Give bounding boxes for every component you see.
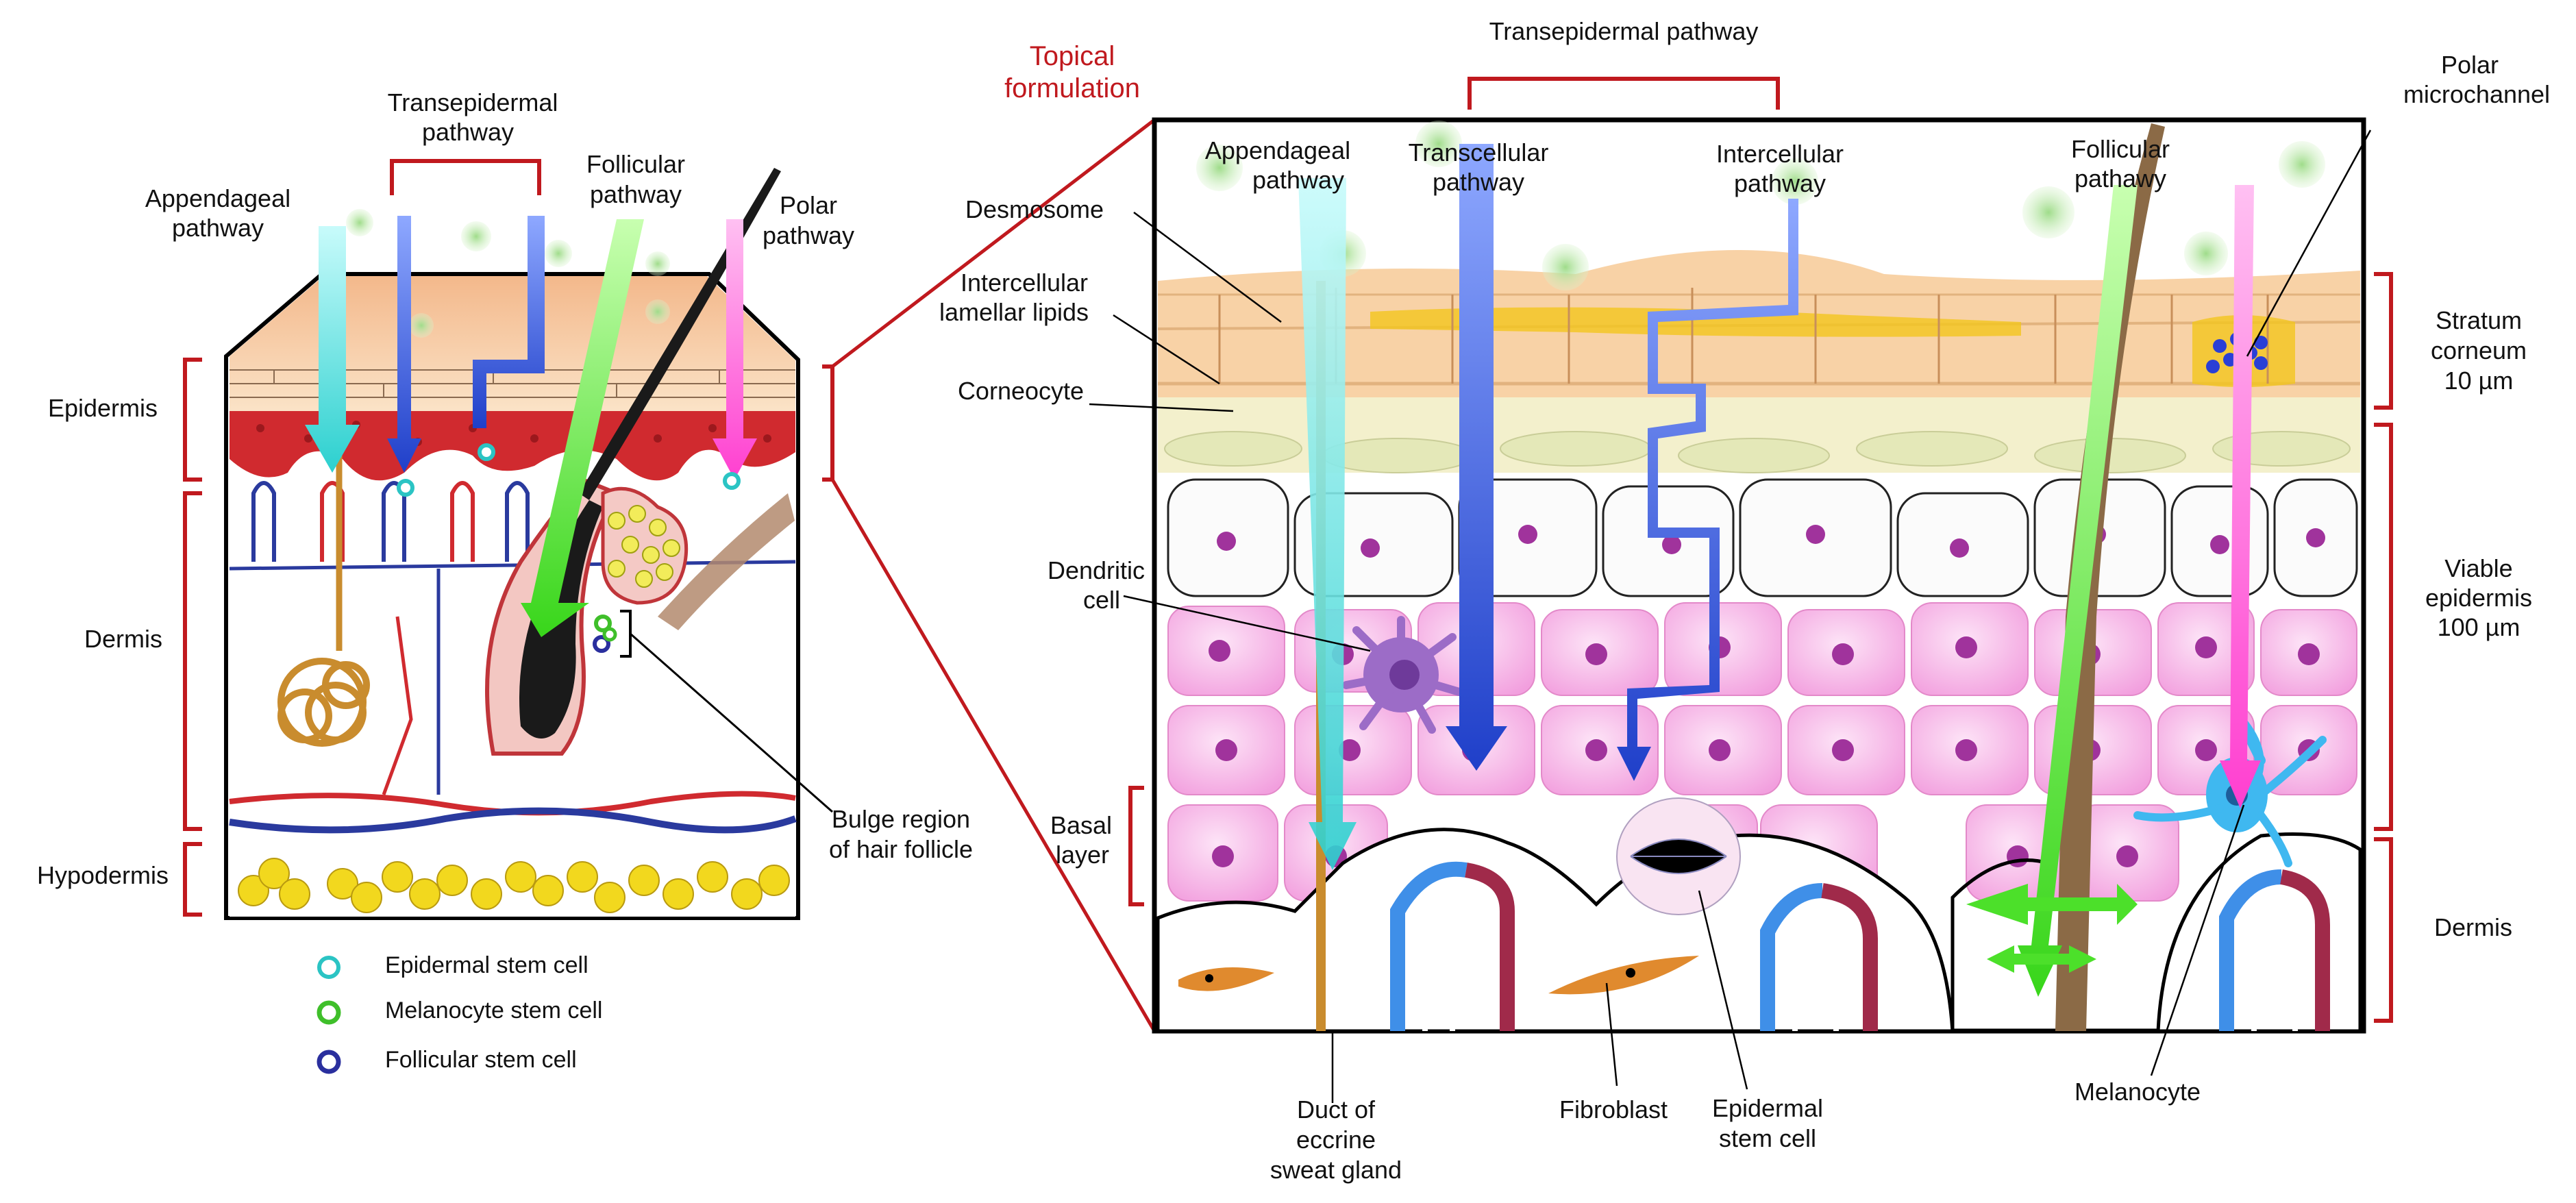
right-transcellular-label-1: Transcellular	[1409, 138, 1549, 166]
duct-label-1: Duct of	[1297, 1095, 1376, 1124]
esc-label-1: Epidermal	[1712, 1094, 1823, 1122]
right-transcellular-label-2: pathway	[1433, 168, 1524, 196]
fibroblast-center	[1548, 956, 1699, 995]
corneocyte-label: Corneocyte	[958, 377, 1084, 405]
dermis-bracket	[183, 491, 202, 831]
right-appendageal-arrow	[1298, 178, 1357, 870]
right-intercellular-label-1: Intercellular	[1716, 140, 1844, 168]
epidermis-label: Epidermis	[48, 394, 158, 422]
fibroblast-left	[1178, 967, 1274, 991]
topical-label-1: Topical	[1030, 41, 1115, 71]
left-polar-arrow	[713, 219, 757, 480]
left-polar-label-1: Polar	[780, 191, 837, 219]
right-polar-arrow	[2220, 185, 2261, 808]
viable-epidermis-bracket	[2374, 423, 2393, 831]
right-transepidermal-label: Transepidermal pathway	[1489, 17, 1759, 45]
left-follicular-label-1: Follicular	[586, 150, 685, 178]
bulge-label-1: Bulge region	[832, 805, 970, 833]
ve-label-1: Viable	[2444, 554, 2512, 582]
left-skin-block	[224, 168, 833, 920]
fibroblast-label: Fibroblast	[1559, 1095, 1668, 1124]
lipids-label-1: Intercellular	[961, 269, 1088, 297]
hypodermis-bracket	[183, 842, 202, 917]
legend-melanocyte-marker	[317, 1000, 341, 1025]
left-follicular-label-2: pathway	[590, 180, 682, 208]
right-appendageal-label-1: Appendageal	[1205, 136, 1350, 164]
right-skin-block	[1089, 117, 2372, 1103]
esc-label-2: stem cell	[1719, 1124, 1816, 1152]
right-intercellular-arrow	[1617, 199, 1798, 781]
hair-shaft	[2055, 123, 2165, 1031]
right-follicular-label-2: pathawy	[2075, 164, 2166, 193]
sc-label-1: Stratum	[2436, 306, 2522, 334]
legend-follicular-marker	[317, 1050, 341, 1074]
epidermis-bracket	[183, 358, 202, 482]
left-transepidermal-label-2: pathway	[422, 118, 514, 146]
left-transepidermal-label-1: Transepidermal	[388, 88, 558, 116]
basal-layer-bracket	[1128, 786, 1144, 906]
left-polar-label-2: pathway	[763, 221, 854, 249]
right-transepidermal-bracket	[1467, 77, 1780, 110]
topical-label-2: formulation	[1004, 73, 1140, 103]
bulge-label-2: of hair follicle	[829, 835, 973, 863]
melanocyte-label: Melanocyte	[2075, 1078, 2201, 1106]
dermis-right-bracket	[2374, 837, 2393, 1023]
dermis-label: Dermis	[84, 625, 162, 653]
dendritic-label-1: Dendritic	[1048, 556, 1145, 584]
dendritic-cell	[1342, 616, 1463, 734]
sc-label-2: corneum	[2431, 336, 2527, 364]
ve-label-3: 100 µm	[2438, 613, 2521, 641]
legend-follicular-label: Follicular stem cell	[385, 1047, 577, 1073]
right-follicular-label-1: Follicular	[2071, 135, 2170, 163]
left-appendageal-label-2: pathway	[172, 214, 264, 242]
stratum-corneum-bracket	[2374, 272, 2393, 410]
dendritic-label-2: cell	[1083, 586, 1120, 614]
basal-label-1: Basal	[1050, 811, 1112, 839]
legend-melanocyte-label: Melanocyte stem cell	[385, 997, 603, 1024]
ve-label-2: epidermis	[2425, 584, 2532, 612]
lipids-label-2: lamellar lipids	[939, 298, 1089, 326]
right-transcellular-arrow	[1446, 144, 1507, 771]
hypodermis-label: Hypodermis	[37, 861, 169, 889]
left-transepidermal-bracket	[390, 159, 541, 195]
polar-microchannel-label-1: Polar	[2441, 51, 2499, 79]
right-intercellular-label-2: pathway	[1734, 169, 1826, 197]
desmosome-label: Desmosome	[965, 195, 1104, 223]
basal-label-2: layer	[1056, 841, 1109, 869]
duct-label-2: eccrine	[1296, 1126, 1376, 1154]
duct-label-3: sweat gland	[1270, 1156, 1402, 1184]
left-transcellular-arrow	[387, 216, 421, 473]
legend-epidermal-marker	[317, 956, 340, 979]
right-follicular-lateral-arrow	[1966, 884, 2138, 925]
sc-label-3: 10 µm	[2444, 367, 2514, 395]
dermis-right-label: Dermis	[2434, 913, 2512, 941]
right-appendageal-label-2: pathway	[1252, 166, 1344, 194]
polar-microchannel-label-2: microchannel	[2403, 80, 2550, 108]
right-follicular-arrow	[2018, 185, 2138, 997]
left-appendageal-arrow	[305, 226, 360, 473]
legend-epidermal-label: Epidermal stem cell	[385, 952, 589, 978]
left-appendageal-label-1: Appendageal	[145, 184, 290, 212]
left-follicular-arrow	[521, 219, 644, 637]
left-intercellular-arrow	[473, 216, 545, 428]
